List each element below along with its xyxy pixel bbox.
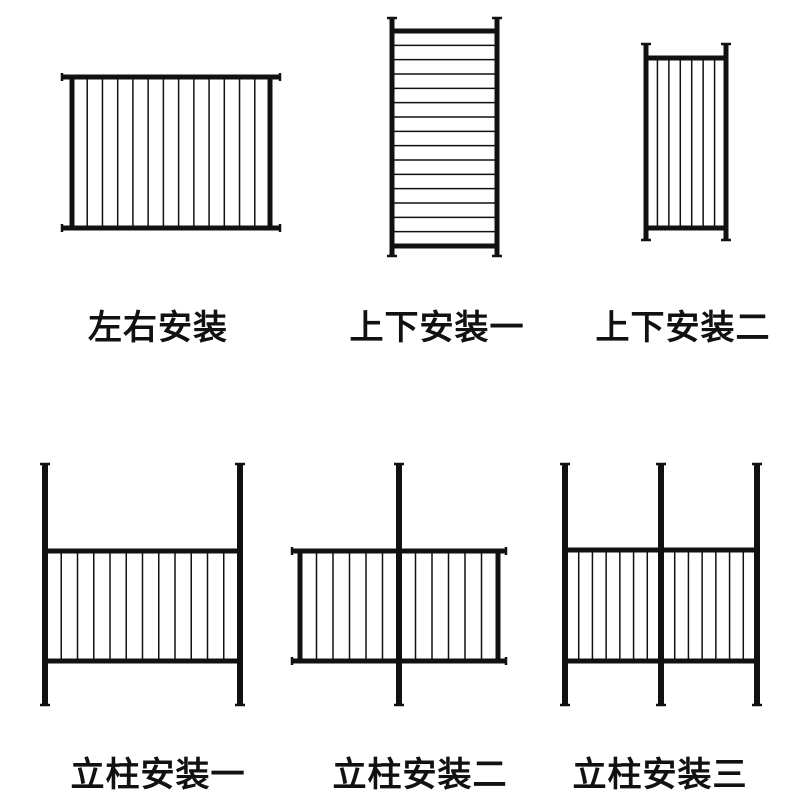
caption-post-1: 立柱安装一 <box>70 755 246 795</box>
caption-up-down-2: 上下安装二 <box>595 308 771 348</box>
caption-post-3: 立柱安装三 <box>572 755 748 795</box>
caption-up-down-1: 上下安装一 <box>349 308 525 348</box>
diagram-up-down-2 <box>641 42 731 242</box>
diagram-up-down-1 <box>387 16 502 258</box>
diagram-post-3 <box>560 462 762 707</box>
diagram-post-2 <box>290 462 508 707</box>
diagram-left-right <box>60 73 282 232</box>
caption-left-right: 左右安装 <box>88 308 228 348</box>
caption-post-2: 立柱安装二 <box>332 755 508 795</box>
diagram-post-1 <box>40 462 245 707</box>
